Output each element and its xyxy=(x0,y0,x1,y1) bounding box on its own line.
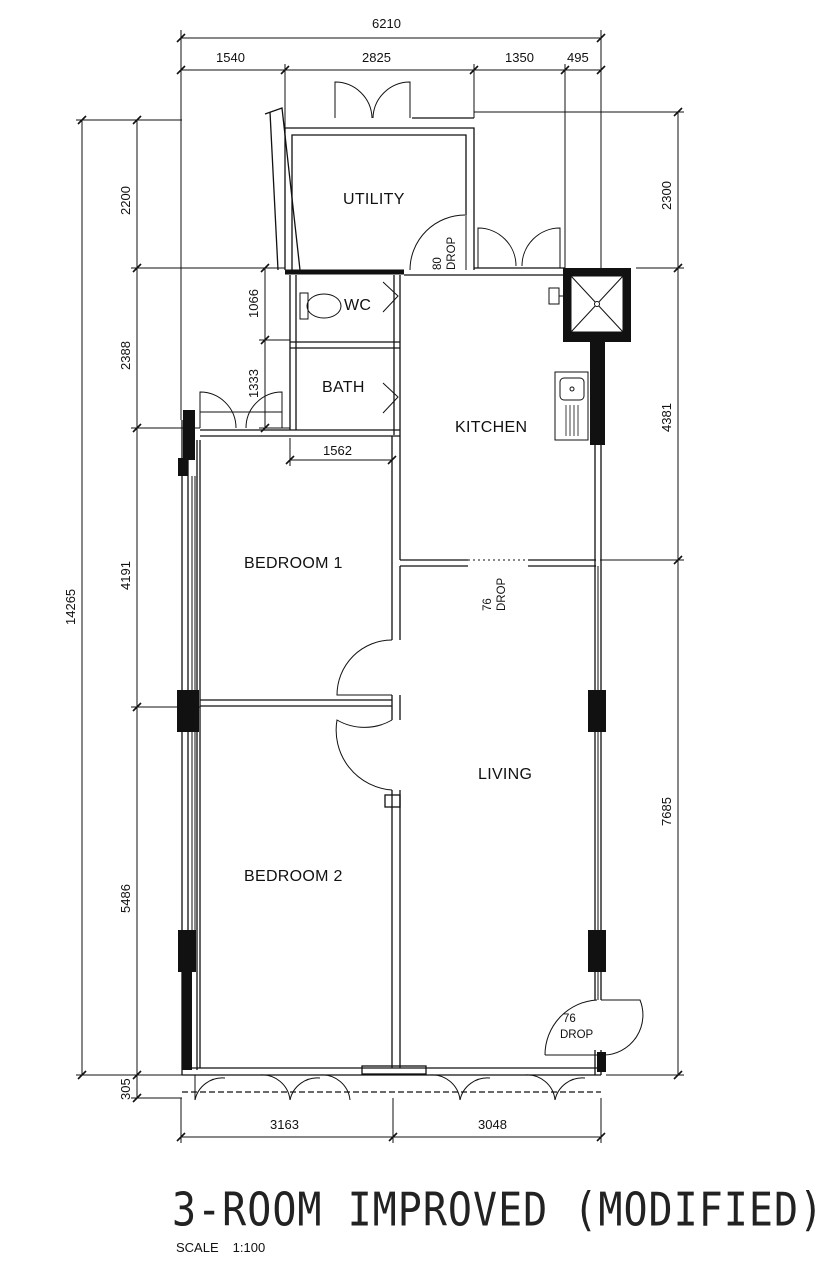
plan-scale: SCALE 1:100 xyxy=(176,1240,279,1255)
scale-value: 1:100 xyxy=(232,1240,266,1255)
room-labels: UTILITY WC BATH KITCHEN BEDROOM 1 LIVING… xyxy=(244,191,532,885)
dim-inner-1066: 1066 xyxy=(246,289,261,318)
drop-living-value: 76 xyxy=(482,598,494,611)
dim-top-4: 495 xyxy=(567,50,589,65)
scale-label: SCALE xyxy=(176,1240,219,1255)
doors xyxy=(194,81,644,1101)
plan-title: 3-ROOM IMPROVED (MODIFIED) xyxy=(172,1184,824,1237)
drop-utility-label: DROP xyxy=(446,236,458,270)
dim-left-2: 2388 xyxy=(118,341,133,370)
drop-utility-value: 80 xyxy=(432,257,444,270)
dim-left-3: 4191 xyxy=(118,561,133,590)
dim-bottom-1: 3163 xyxy=(270,1117,299,1132)
room-kitchen-label: KITCHEN xyxy=(455,419,527,436)
dim-right-1: 2300 xyxy=(659,181,674,210)
dim-left-5: 305 xyxy=(118,1078,133,1100)
dim-inner-1333: 1333 xyxy=(246,369,261,398)
drop-entrance-value: 76 xyxy=(563,1013,576,1025)
fixtures xyxy=(299,287,589,441)
dim-inner-1562: 1562 xyxy=(323,443,352,458)
dim-top-2: 2825 xyxy=(362,50,391,65)
floor-drop-labels: 80 DROP 76 DROP 76 DROP xyxy=(432,236,594,1041)
dim-left-4: 5486 xyxy=(118,884,133,913)
dimension-lines xyxy=(76,30,684,1143)
walls xyxy=(181,107,602,1093)
room-bath-label: BATH xyxy=(322,379,365,396)
room-bedroom1-label: BEDROOM 1 xyxy=(244,555,343,572)
structural-columns xyxy=(177,268,631,1072)
room-bedroom2-label: BEDROOM 2 xyxy=(244,868,343,885)
drop-entrance-label: DROP xyxy=(560,1029,594,1041)
dim-left-total: 14265 xyxy=(63,589,78,625)
dim-right-2: 4381 xyxy=(659,403,674,432)
room-utility-label: UTILITY xyxy=(343,191,405,208)
drop-living-label: DROP xyxy=(496,577,508,611)
dim-right-3: 7685 xyxy=(659,797,674,826)
windows xyxy=(191,476,599,1000)
dim-top-total: 6210 xyxy=(372,16,401,31)
dimension-labels: 6210 1540 2825 1350 495 14265 2200 2388 … xyxy=(63,16,674,1132)
floor-plan: 6210 1540 2825 1350 495 14265 2200 2388 … xyxy=(63,16,684,1143)
room-wc-label: WC xyxy=(344,297,371,314)
dim-bottom-2: 3048 xyxy=(478,1117,507,1132)
dim-top-3: 1350 xyxy=(505,50,534,65)
dim-left-1: 2200 xyxy=(118,186,133,215)
dim-top-1: 1540 xyxy=(216,50,245,65)
room-living-label: LIVING xyxy=(478,766,532,783)
